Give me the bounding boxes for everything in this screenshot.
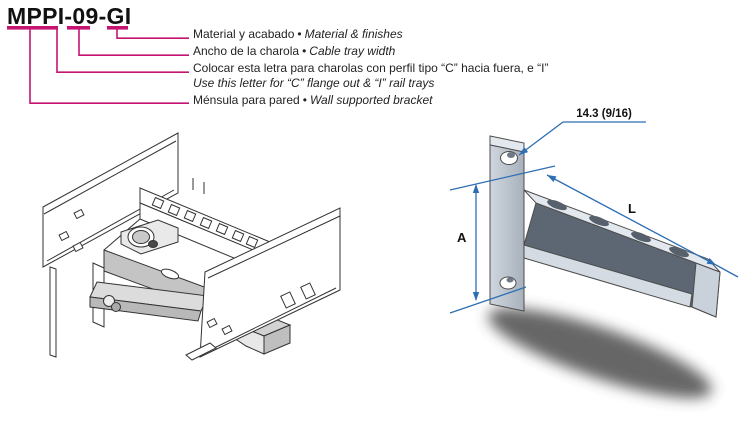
code-underline-bars (7, 26, 128, 30)
callout-letter-en: Use this letter for “C” flange out & “I”… (193, 76, 435, 90)
arm-bottom-flange (523, 244, 693, 308)
dimension-line-L (546, 174, 717, 266)
callout-width: Ancho de la charola•Cable tray width (193, 45, 395, 58)
rail-foot (185, 342, 217, 361)
cantilever-arm (523, 189, 721, 318)
arm-end-face (691, 262, 721, 318)
callout-material-en: Material & finishes (304, 27, 403, 41)
hole-diameter-label: 14.3 (9/16) (576, 108, 632, 120)
perforation-holes (151, 196, 259, 249)
dimension-lines (449, 121, 739, 314)
part-number-callout-lines (7, 26, 189, 104)
callout-material-es: Material y acabado (193, 27, 295, 41)
dimension-arrowheads (472, 147, 716, 301)
bracket-dimension-drawing: 14.3 (9/16) A L (449, 108, 739, 399)
arm-slots (547, 199, 689, 258)
hold-down-clamp (120, 219, 179, 255)
bullet-separator: • (302, 93, 307, 107)
callout-width-en: Cable tray width (309, 44, 396, 58)
callout-leader-lines (29, 29, 189, 104)
callout-bracket-es: Ménsula para pared (193, 93, 300, 107)
bullet-separator: • (302, 44, 307, 58)
cable-tray-assembly-illustration (42, 132, 341, 361)
callout-letter-es: Colocar esta letra para charolas con per… (193, 61, 549, 75)
bracket-shadow (488, 307, 712, 399)
wall-plate (489, 135, 525, 312)
bracket-arm (89, 218, 227, 322)
height-dimension-label: A (457, 230, 467, 245)
callout-bracket: Ménsula para pared•Wall supported bracke… (193, 94, 432, 107)
length-dimension-label: L (628, 201, 636, 216)
bullet-separator: • (297, 27, 302, 41)
callout-material: Material y acabado•Material & finishes (193, 28, 403, 41)
left-tray-rail (42, 132, 179, 268)
far-tray-rail-perforated (139, 178, 271, 274)
callout-width-es: Ancho de la charola (193, 44, 300, 58)
product-code: MPPI-09-GI (7, 3, 132, 29)
callout-bracket-en: Wall supported bracket (309, 93, 433, 107)
bracket-wall-plate (49, 262, 105, 358)
right-tray-rail (185, 207, 341, 361)
